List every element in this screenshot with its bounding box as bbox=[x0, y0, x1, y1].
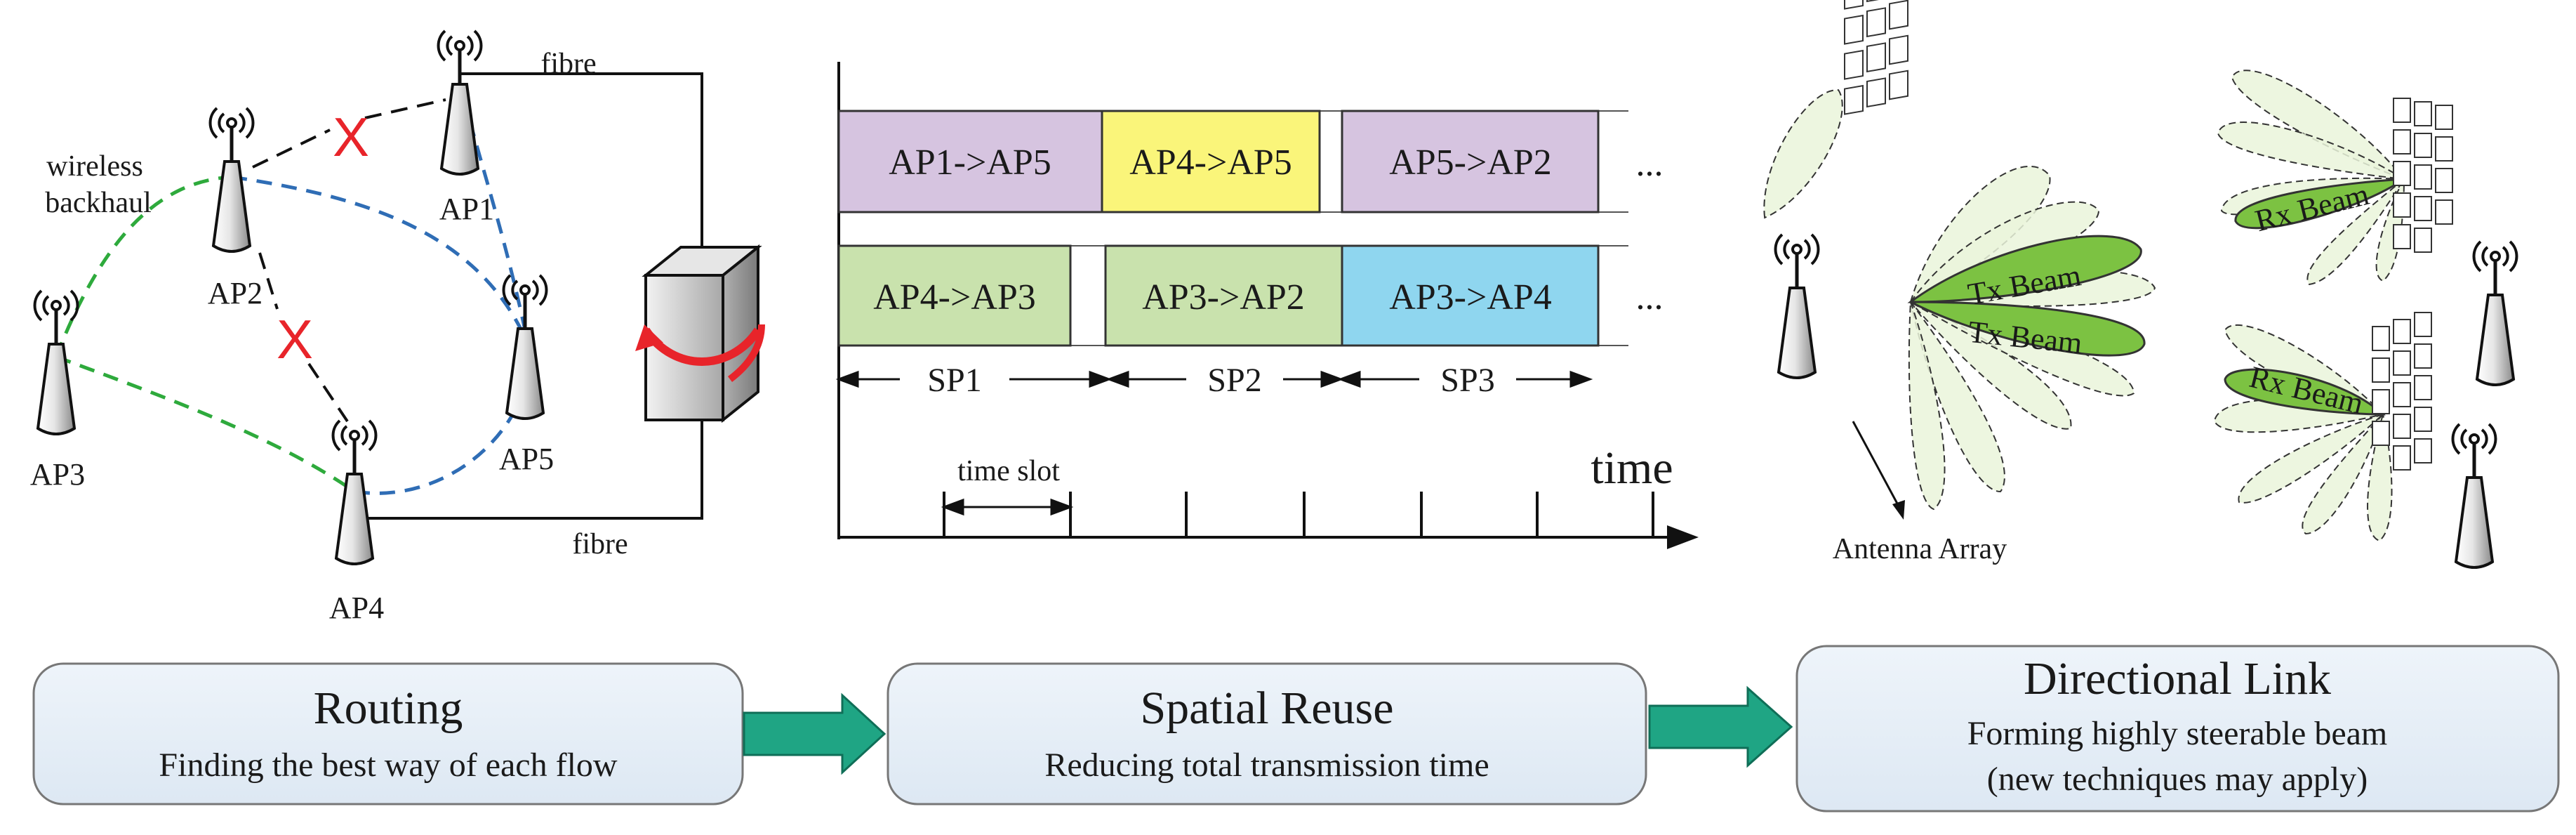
ap3-antenna-icon bbox=[35, 291, 78, 434]
fibre-link-bottom bbox=[354, 420, 703, 520]
blocked-link-ap2-ap1 bbox=[252, 98, 446, 169]
sp2-label: SP2 bbox=[1207, 362, 1261, 399]
ap2-label: AP2 bbox=[208, 276, 263, 310]
server-icon bbox=[635, 244, 765, 423]
flow-arrow-1 bbox=[743, 692, 887, 775]
directional-link-title: Directional Link bbox=[2024, 653, 2331, 704]
slot-ap5-ap2 bbox=[1341, 110, 1600, 213]
slot-ap3-ap2 bbox=[1104, 244, 1343, 347]
ellipsis: ... bbox=[1636, 277, 1664, 317]
blue-backhaul-link bbox=[231, 96, 536, 495]
ap3-label: AP3 bbox=[30, 457, 85, 492]
slot-label: AP3->AP2 bbox=[1142, 277, 1305, 317]
flow-arrow-2 bbox=[1648, 685, 1793, 768]
ap1-label: AP1 bbox=[439, 192, 494, 226]
time-axis-arrowhead bbox=[1667, 525, 1699, 549]
tx-antenna-array-icon bbox=[1844, 0, 1908, 115]
tx-antenna-icon bbox=[1776, 235, 1819, 378]
green-backhaul-link bbox=[54, 175, 356, 494]
fibre-top-label: fibre bbox=[540, 48, 596, 80]
rx1-antenna-array-icon bbox=[2393, 98, 2453, 253]
backhaul-label-line2: backhaul bbox=[45, 187, 152, 219]
routing-title: Routing bbox=[314, 683, 463, 734]
ap5-label: AP5 bbox=[499, 442, 554, 476]
slot-label: AP1->AP5 bbox=[889, 143, 1051, 183]
blocked-mark-2: X bbox=[277, 308, 313, 370]
network-topology: fibre fibre X X wireless backhaul AP1 AP… bbox=[30, 31, 765, 625]
stage-flow: Routing Finding the best way of each flo… bbox=[32, 645, 2560, 813]
time-axis-label: time bbox=[1591, 442, 1673, 494]
blocked-link-ap2-ap4 bbox=[258, 252, 349, 423]
slot-ap4-ap3 bbox=[837, 244, 1072, 347]
ap5-antenna-icon bbox=[504, 275, 547, 419]
ellipsis: ... bbox=[1636, 144, 1664, 184]
slot-label: AP4->AP5 bbox=[1129, 143, 1292, 183]
slot-label: AP3->AP4 bbox=[1389, 277, 1552, 317]
ap1-antenna-icon bbox=[439, 31, 482, 174]
sp3-label: SP3 bbox=[1440, 362, 1494, 399]
fibre-link-top bbox=[458, 72, 703, 247]
rx-beam-1 bbox=[2234, 178, 2408, 230]
schedule-timeline: AP1->AP5 AP4->AP5 AP5->AP2 ... AP4->AP3 … bbox=[835, 62, 1699, 549]
fibre-bottom-label: fibre bbox=[572, 528, 628, 560]
rx1-side-lobes bbox=[2217, 70, 2406, 286]
time-slot-label: time slot bbox=[957, 455, 1060, 487]
spatial-reuse-box bbox=[887, 662, 1647, 806]
slot-ap3-ap4 bbox=[1341, 244, 1600, 347]
slot-label: AP5->AP2 bbox=[1389, 143, 1552, 183]
blocked-mark-1: X bbox=[333, 106, 369, 168]
backhaul-label-line1: wireless bbox=[46, 150, 143, 183]
rx2-side-lobes bbox=[2213, 324, 2393, 542]
antenna-array-label: Antenna Array bbox=[1833, 533, 2007, 565]
rx2-antenna-array-icon bbox=[2372, 312, 2432, 471]
spatial-reuse-subtitle: Reducing total transmission time bbox=[1044, 747, 1489, 784]
beamforming-illustration: Tx Beam Tx Beam Antenna Array Rx Beam bbox=[1744, 0, 2517, 567]
routing-subtitle: Finding the best way of each flow bbox=[159, 747, 618, 784]
ap4-label: AP4 bbox=[329, 591, 384, 625]
rx1-antenna-icon bbox=[2474, 242, 2517, 385]
tx-beams bbox=[1907, 235, 2146, 357]
slot-ap4-ap5 bbox=[1101, 110, 1321, 213]
rx2-antenna-icon bbox=[2453, 424, 2496, 567]
spatial-reuse-title: Spatial Reuse bbox=[1140, 683, 1393, 734]
antenna-array-pointer bbox=[1852, 421, 1904, 513]
slot-label: AP4->AP3 bbox=[873, 277, 1036, 317]
rx-beam-2 bbox=[2224, 368, 2386, 416]
directional-link-subtitle-line1: Forming highly steerable beam bbox=[1967, 715, 2388, 752]
routing-box bbox=[32, 662, 744, 806]
sp1-label: SP1 bbox=[927, 362, 981, 399]
directional-link-box bbox=[1795, 645, 2560, 813]
directional-link-subtitle-line2: (new techniques may apply) bbox=[1987, 761, 2368, 798]
